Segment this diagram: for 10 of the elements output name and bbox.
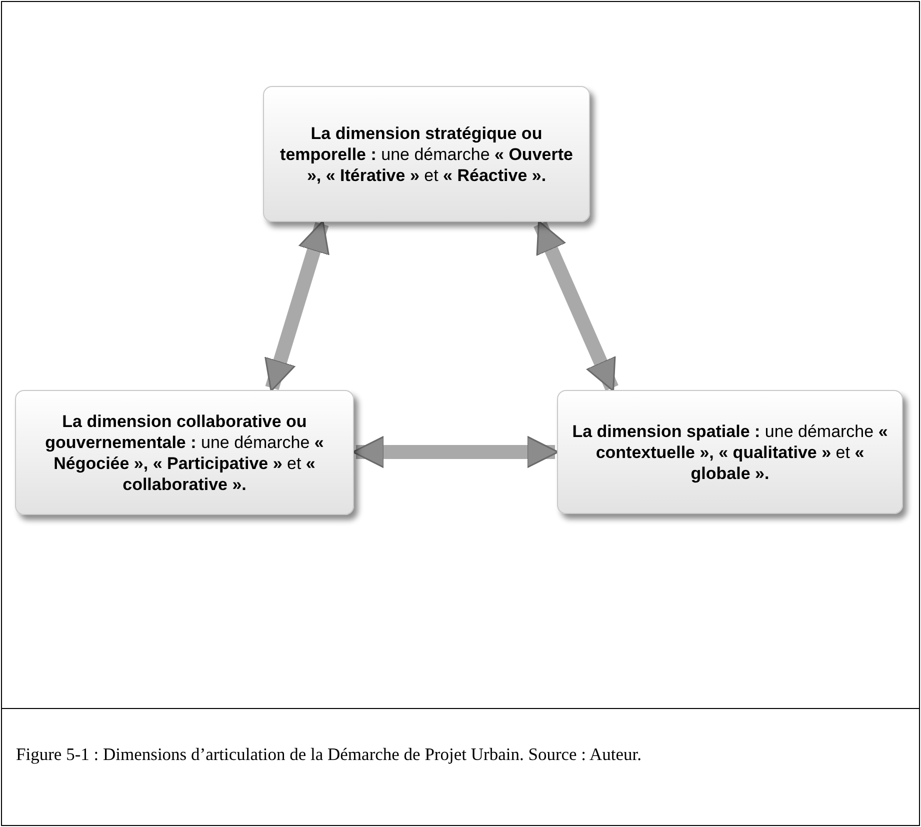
dimension-box — [557, 390, 903, 514]
dimension-text: La dimension spatiale : une démarche « contextuelle », « qualitative » et « globale ». — [571, 420, 889, 484]
double-arrow — [352, 436, 559, 468]
dimension-text: La dimension stratégique ou temporelle : une démarche « Ouverte », « Itérative » et « Réactive ». — [279, 122, 574, 186]
dimension-text: La dimension collaborative ou gouvernementale : une démarche « Négociée », « Participative » et « collaborative ». — [44, 410, 325, 494]
figure-caption: Figure 5-1 : Dimensions d’articulation de la Démarche de Projet Urbain. Source : Auteur. — [16, 743, 642, 766]
double-arrow — [264, 220, 330, 392]
dimension-box — [263, 86, 590, 222]
double-arrow — [534, 220, 618, 392]
dimension-box — [15, 390, 354, 515]
